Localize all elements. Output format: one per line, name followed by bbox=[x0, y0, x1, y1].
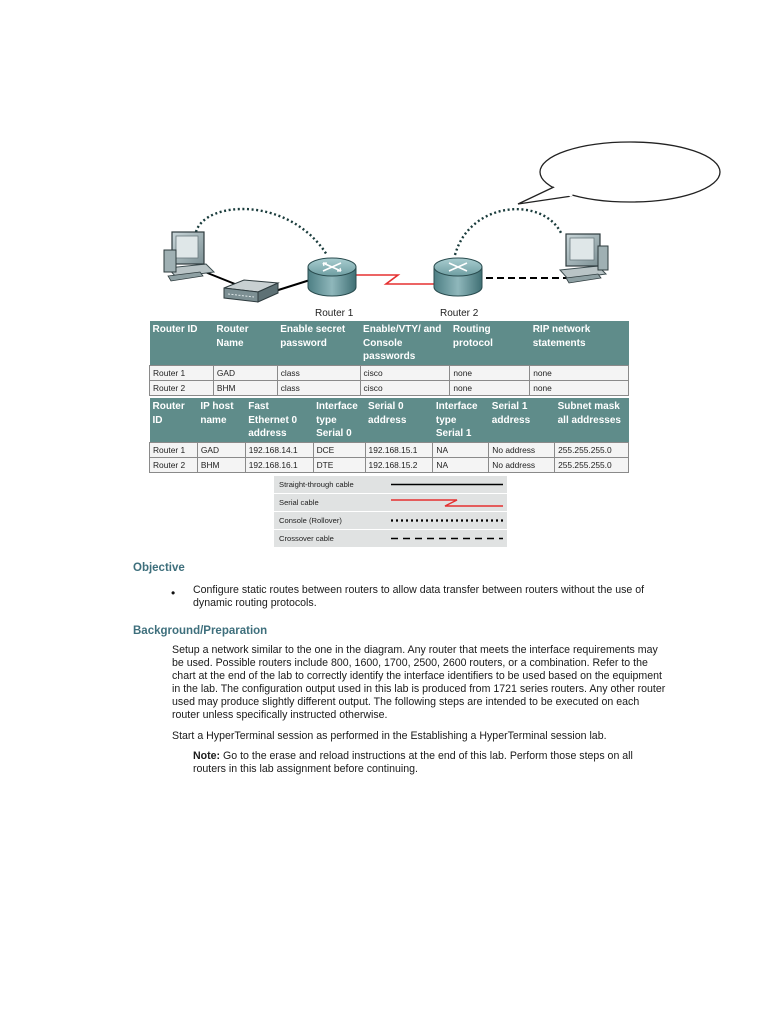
legend-item-straight-through: Straight-through cable bbox=[274, 476, 507, 494]
column-header: Routing protocol bbox=[449, 321, 530, 365]
table-header-row: Router ID IP host name Fast Ethernet 0 a… bbox=[149, 398, 629, 442]
hub-icon bbox=[223, 279, 280, 303]
table-cell: Router 2 bbox=[149, 456, 198, 473]
table-cell: 192.168.15.1 bbox=[364, 441, 434, 458]
background-paragraph: Setup a network similar to the one in th… bbox=[172, 644, 666, 721]
table-cell: No address bbox=[488, 456, 556, 473]
column-header: Router ID bbox=[149, 321, 214, 365]
column-header: Interface type Serial 1 bbox=[432, 398, 489, 442]
table-cell: none bbox=[449, 364, 531, 381]
bullet-icon: • bbox=[171, 586, 176, 600]
table-cell: 255.255.255.0 bbox=[554, 456, 629, 473]
table-cell: Router 1 bbox=[149, 441, 198, 458]
router-1-icon bbox=[307, 257, 357, 297]
column-header: Serial 1 address bbox=[488, 398, 555, 442]
table-cell: DTE bbox=[312, 456, 366, 473]
objective-heading: Objective bbox=[133, 562, 185, 574]
table-row: Router 1 GAD 192.168.14.1 DCE 192.168.15… bbox=[149, 441, 629, 458]
router-2-label: Router 2 bbox=[440, 308, 479, 319]
table-cell: NA bbox=[432, 441, 490, 458]
note-text: Go to the erase and reload instructions … bbox=[193, 750, 633, 775]
column-header: Enable/VTY/ and Console passwords bbox=[360, 321, 450, 365]
column-header: Router ID bbox=[149, 398, 198, 442]
table-cell: NA bbox=[432, 456, 490, 473]
router-2-icon bbox=[433, 257, 483, 297]
column-header: Fast Ethernet 0 address bbox=[245, 398, 314, 442]
pc-left-icon bbox=[163, 231, 216, 282]
table-cell: 192.168.16.1 bbox=[244, 456, 314, 473]
column-header: IP host name bbox=[197, 398, 246, 442]
speech-bubble bbox=[517, 141, 721, 205]
serial-cable bbox=[355, 274, 434, 285]
table-cell: none bbox=[529, 364, 629, 381]
crossover-line-icon bbox=[391, 537, 503, 540]
table-cell: GAD bbox=[212, 364, 278, 381]
console-line-icon bbox=[391, 519, 503, 522]
table-cell: class bbox=[276, 379, 361, 396]
console-cable-left bbox=[194, 207, 329, 256]
legend-item-serial: Serial cable bbox=[274, 494, 507, 512]
column-header: RIP network statements bbox=[529, 321, 629, 365]
table-cell: DCE bbox=[312, 441, 366, 458]
legend-item-crossover: Crossover cable bbox=[274, 530, 507, 547]
table-cell: none bbox=[449, 379, 531, 396]
legend-label: Console (Rollover) bbox=[279, 516, 342, 525]
interface-address-table: Router ID IP host name Fast Ethernet 0 a… bbox=[149, 398, 629, 473]
note-paragraph: Note: Go to the erase and reload instruc… bbox=[193, 750, 663, 776]
column-header: Enable secret password bbox=[277, 321, 361, 365]
table-cell: none bbox=[529, 379, 629, 396]
objective-text: Configure static routes between routers … bbox=[193, 584, 645, 609]
legend-label: Crossover cable bbox=[279, 534, 334, 543]
table-cell: cisco bbox=[359, 364, 451, 381]
table-cell: BHM bbox=[196, 456, 246, 473]
cable-legend: Straight-through cable Serial cable Cons… bbox=[274, 476, 507, 547]
pc-right-icon bbox=[558, 233, 609, 284]
console-cable-right bbox=[453, 207, 564, 256]
serial-line-icon bbox=[391, 499, 503, 507]
column-header: Router Name bbox=[213, 321, 278, 365]
background-heading: Background/Preparation bbox=[133, 625, 268, 637]
legend-item-console: Console (Rollover) bbox=[274, 512, 507, 530]
hyperterminal-paragraph: Start a HyperTerminal session as perform… bbox=[172, 730, 607, 742]
router-config-table: Router ID Router Name Enable secret pass… bbox=[149, 321, 629, 396]
column-header: Interface type Serial 0 bbox=[313, 398, 366, 442]
note-label: Note: bbox=[193, 750, 221, 762]
table-cell: 255.255.255.0 bbox=[554, 441, 629, 458]
table-row: Router 2 BHM class cisco none none bbox=[149, 379, 629, 396]
table-cell: 192.168.14.1 bbox=[244, 441, 314, 458]
router-1-label: Router 1 bbox=[315, 308, 354, 319]
table-header-row: Router ID Router Name Enable secret pass… bbox=[149, 321, 629, 365]
table-cell: class bbox=[276, 364, 361, 381]
network-topology-diagram: Router 1 Router 2 bbox=[163, 141, 721, 319]
table-cell: No address bbox=[488, 441, 556, 458]
table-cell: BHM bbox=[212, 379, 278, 396]
table-row: Router 1 GAD class cisco none none bbox=[149, 364, 629, 381]
table-cell: cisco bbox=[359, 379, 451, 396]
legend-label: Straight-through cable bbox=[279, 480, 354, 489]
table-cell: GAD bbox=[196, 441, 246, 458]
table-cell: 192.168.15.2 bbox=[364, 456, 434, 473]
column-header: Serial 0 address bbox=[365, 398, 433, 442]
straight-through-line-icon bbox=[391, 483, 503, 486]
column-header: Subnet mask all addresses bbox=[554, 398, 629, 442]
table-row: Router 2 BHM 192.168.16.1 DTE 192.168.15… bbox=[149, 456, 629, 473]
table-cell: Router 1 bbox=[149, 364, 214, 381]
table-cell: Router 2 bbox=[149, 379, 214, 396]
legend-label: Serial cable bbox=[279, 498, 319, 507]
